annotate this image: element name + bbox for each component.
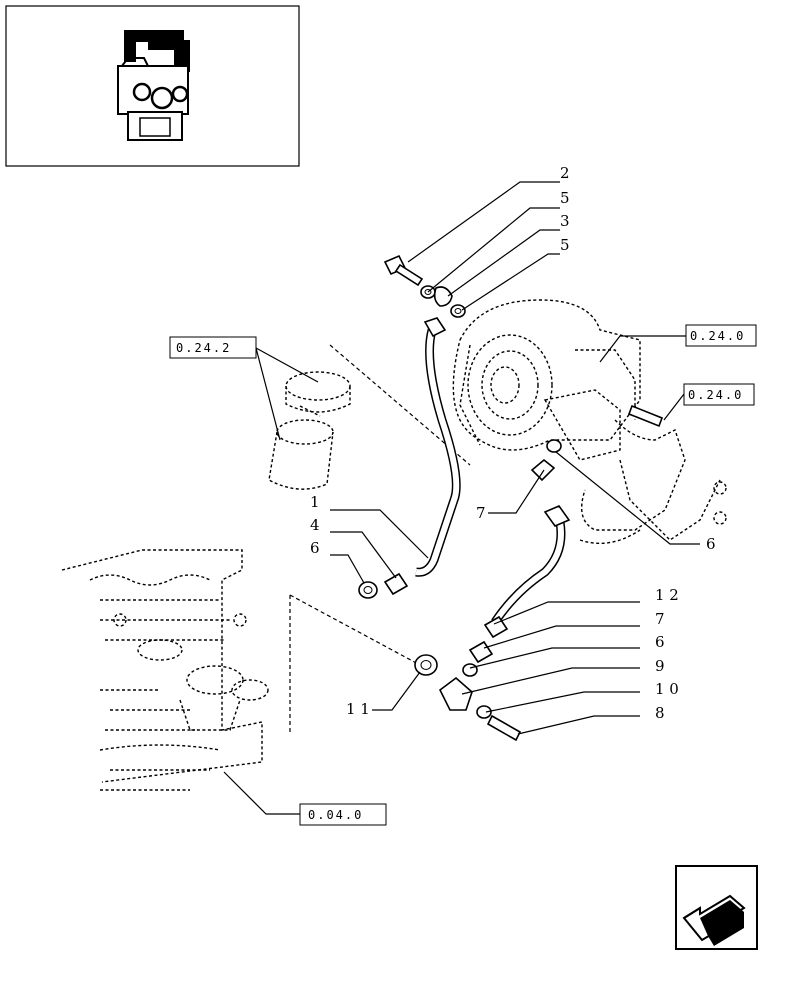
callout-11: 1 1 [346, 700, 370, 718]
tractor-engine-thumbnail-icon [117, 30, 190, 141]
callout-5-top: 5 [560, 189, 570, 207]
reference-label: 0.24.0 [690, 329, 745, 343]
callout-9: 9 [655, 657, 665, 675]
washer-upper-2 [450, 304, 466, 318]
upper-oil-pipe [415, 317, 461, 577]
reference-box-0-24-0-lower[interactable]: 0.24.0 [683, 383, 755, 406]
reference-label: 0.24.0 [688, 388, 743, 402]
elbow-fitting [414, 615, 522, 742]
thumbnail-frame [5, 5, 300, 167]
callout-10: 1 0 [655, 680, 679, 698]
callout-6-right: 6 [706, 535, 716, 553]
callout-1: 1 [310, 493, 320, 511]
callout-12: 1 2 [655, 586, 679, 604]
intake-hose-ghost [268, 344, 471, 490]
adapter-fitting [358, 572, 409, 599]
turbo-fitting [530, 404, 664, 482]
callout-4: 4 [310, 516, 320, 534]
lower-oil-pipe [491, 505, 571, 625]
reference-label: 0.24.2 [176, 341, 231, 355]
engine-block-ghost [61, 549, 421, 791]
callout-5-second: 5 [560, 236, 570, 254]
leader-lines [223, 181, 700, 815]
callout-2: 2 [560, 164, 570, 182]
next-page-arrow-icon[interactable] [675, 865, 758, 950]
callout-7-left: 7 [476, 504, 486, 522]
callout-6-left: 6 [310, 539, 320, 557]
callout-7-right: 7 [655, 610, 665, 628]
callout-labels: 2 5 3 5 1 4 6 7 6 1 2 7 6 9 1 0 8 1 1 [310, 164, 716, 722]
turbocharger-ghost [452, 299, 727, 545]
banjo-fitting [433, 286, 453, 307]
banjo-bolt [383, 254, 424, 287]
reference-box-0-24-2[interactable]: 0.24.2 [169, 336, 257, 359]
reference-box-0-24-0-upper[interactable]: 0.24.0 [685, 324, 757, 347]
reference-label: 0.04.0 [308, 808, 363, 822]
callout-3: 3 [560, 212, 570, 230]
reference-box-0-04-0[interactable]: 0.04.0 [299, 803, 387, 826]
callout-6-lower: 6 [655, 633, 665, 651]
callout-8: 8 [655, 704, 665, 722]
